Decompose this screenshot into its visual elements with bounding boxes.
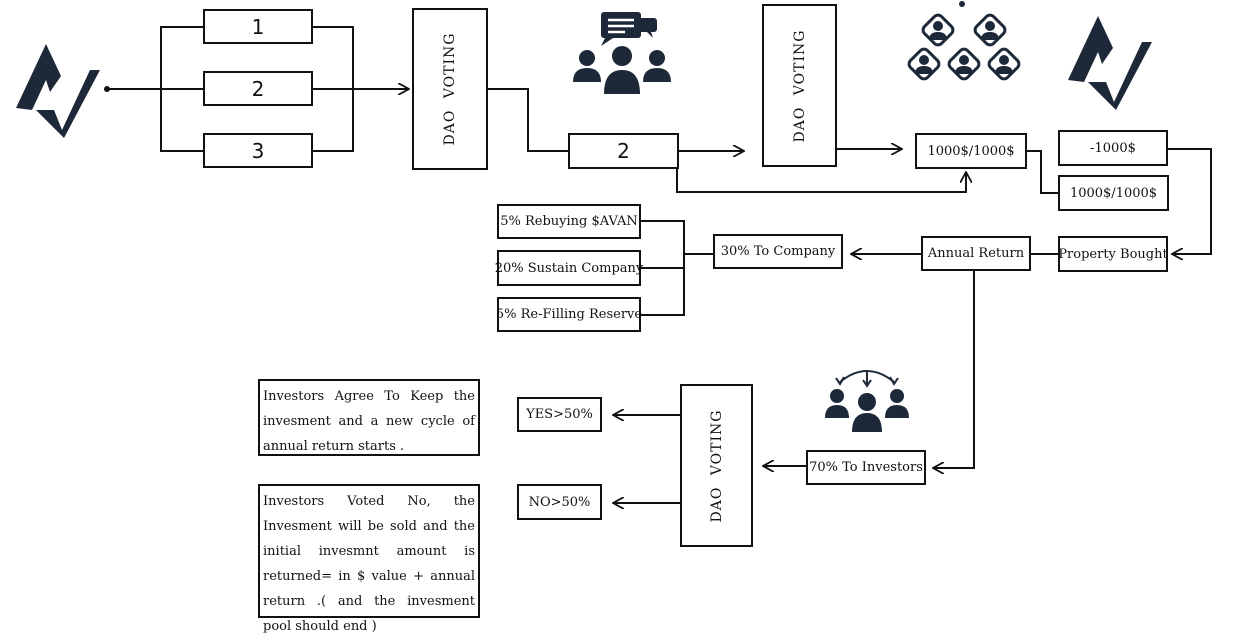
split-reserve-box: 5% Re-Filling Reserve — [496, 297, 642, 332]
dao-voting-3: DAO VOTING — [680, 384, 753, 547]
dao-voting-label: DAO VOTING — [791, 29, 808, 142]
option-box-1: 1 — [203, 9, 313, 44]
selected-option-box: 2 — [568, 133, 679, 169]
price-box: 1000$/1000$ — [915, 133, 1027, 169]
yes-outcome-text: Investors Agree To Keep the invesment an… — [258, 379, 480, 456]
investors-share-box: 70% To Investors — [806, 450, 926, 485]
logo-mark-icon — [1068, 16, 1152, 110]
dao-voting-label: DAO VOTING — [442, 32, 458, 146]
option-box-2: 2 — [203, 71, 313, 106]
dao-voting-1: DAO VOTING — [412, 8, 488, 170]
no-outcome-text: Investors Voted No, the Invesment will b… — [258, 484, 480, 634]
option-box-3: 3 — [203, 133, 313, 168]
no-vote-box: NO>50% — [517, 484, 602, 520]
company-share-box: 30% To Company — [713, 234, 843, 269]
network-people-icon — [907, 1, 1021, 81]
dao-voting-label: DAO VOTING — [708, 409, 725, 522]
property-bought-box: Property Bought — [1058, 236, 1168, 272]
minus-box: -1000$ — [1058, 130, 1168, 166]
split-rebuying-box: 5% Rebuying $AVAN — [497, 204, 641, 239]
annual-return-box: Annual Return — [921, 236, 1031, 271]
yes-vote-box: YES>50% — [517, 397, 602, 432]
split-sustain-box: 20% Sustain Company — [495, 250, 643, 286]
dao-voting-2: DAO VOTING — [762, 4, 837, 167]
discussion-group-icon — [573, 12, 671, 94]
vote-distribution-icon — [825, 370, 909, 432]
price-box-2: 1000$/1000$ — [1058, 175, 1169, 211]
logo-mark-icon — [16, 44, 100, 138]
